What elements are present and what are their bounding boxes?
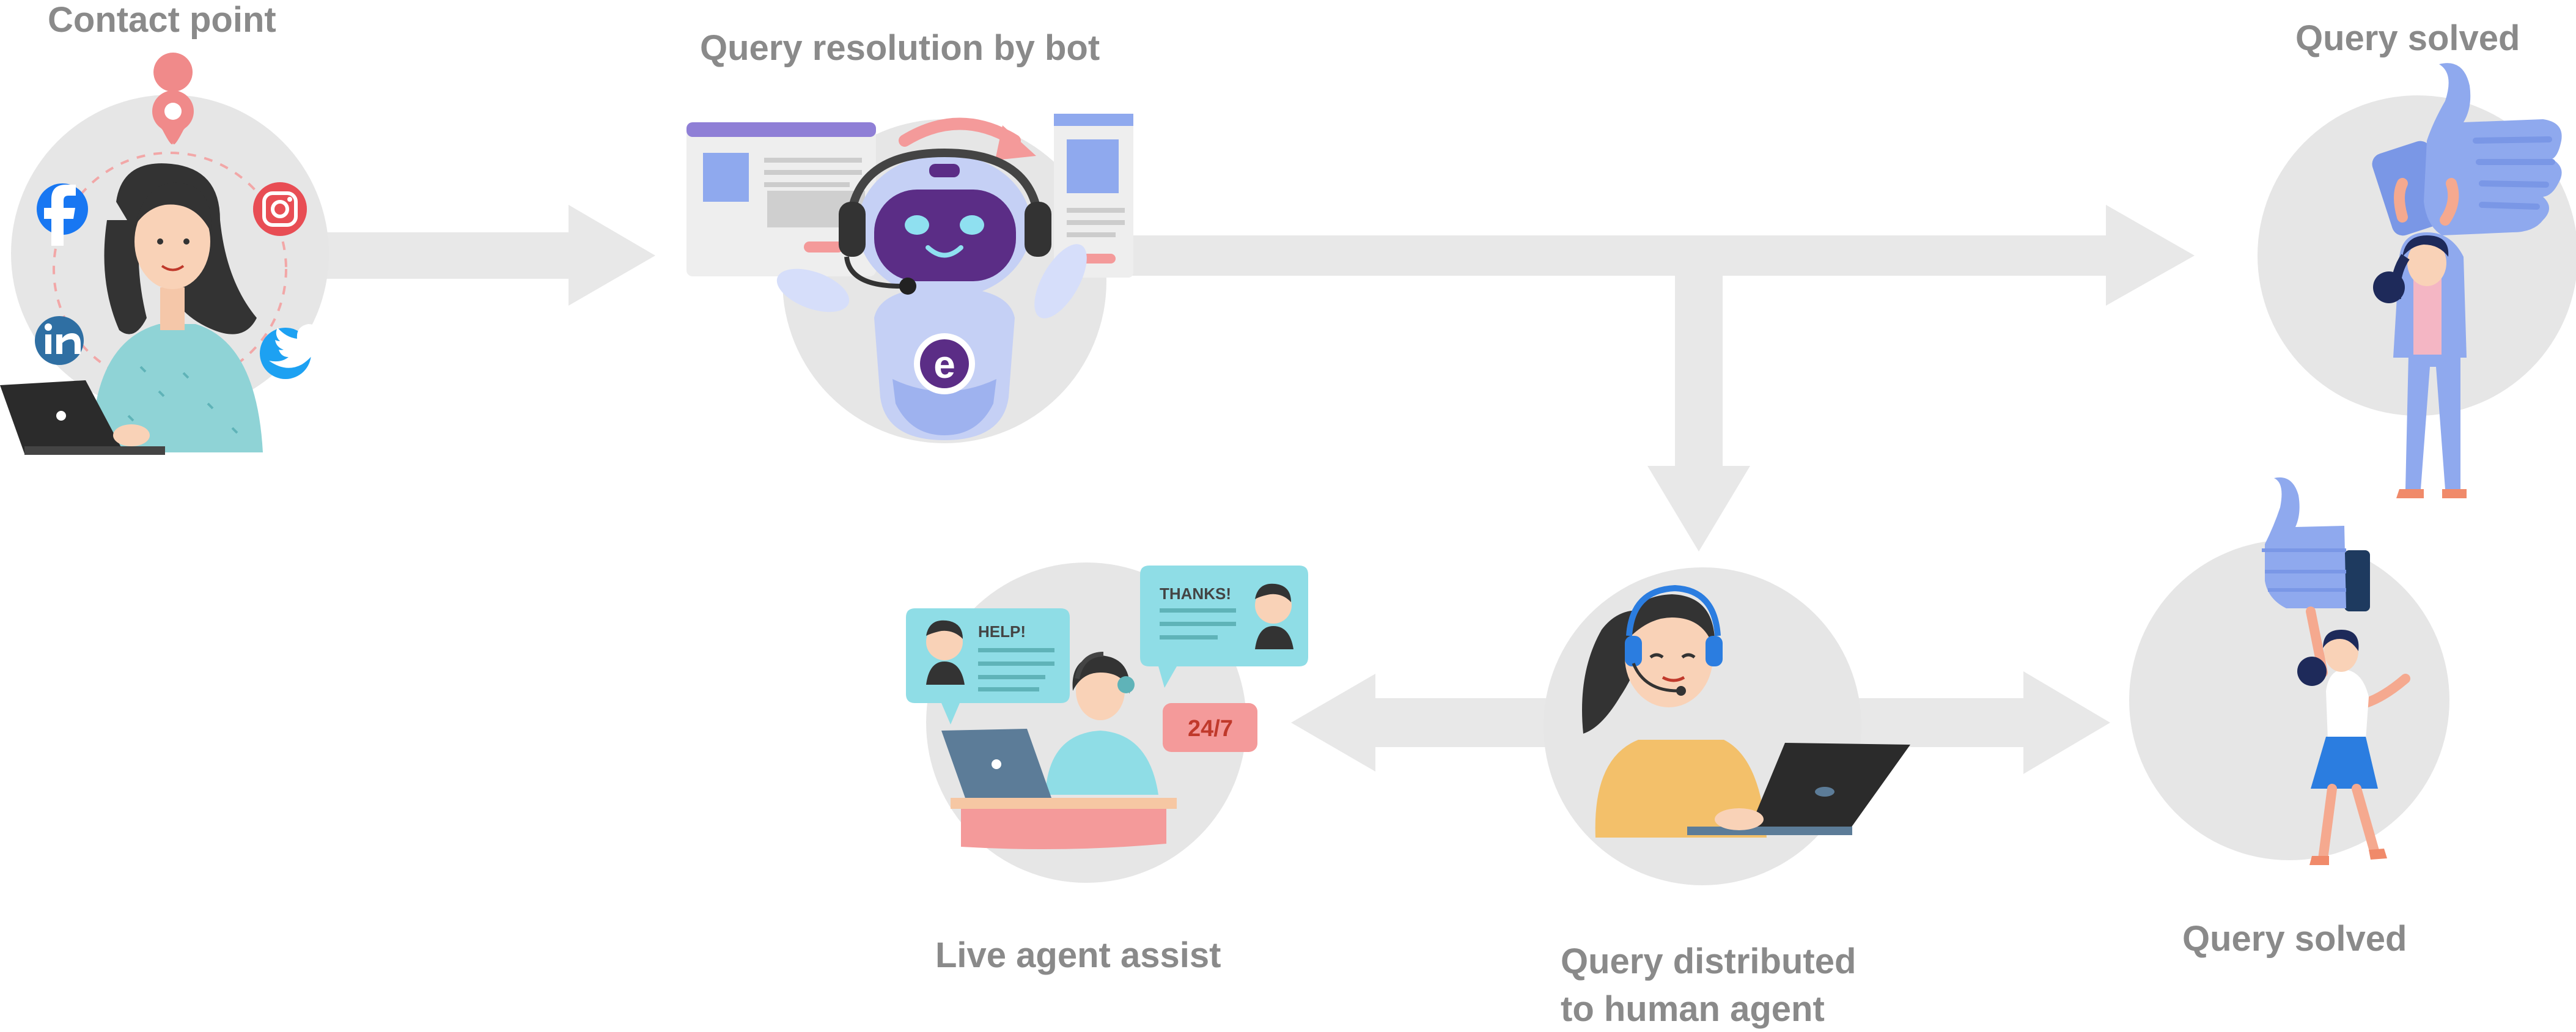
thanks-bubble-text: THANKS!: [1160, 584, 1231, 603]
stage-circles: [11, 95, 2576, 885]
thanks-bubble: THANKS!: [1140, 566, 1308, 688]
label-query-distributed-line2: to human agent: [1561, 989, 1825, 1029]
hours-badge: 24/7: [1163, 703, 1257, 752]
thumbs-up-icon: [2262, 477, 2370, 611]
hours-badge-text: 24/7: [1188, 716, 1233, 742]
help-bubble: HELP!: [906, 608, 1070, 724]
solved-bottom-illustration: [2262, 477, 2410, 865]
bot-illustration: e: [686, 114, 1133, 440]
arrow-to-live-agent: [1291, 674, 1553, 772]
label-query-solved-top: Query solved: [2295, 18, 2520, 58]
flow-arrows: [318, 205, 2195, 774]
live-agent-illustration: HELP! THANKS! 24/7: [906, 566, 1308, 849]
arrow-contact-to-bot: [318, 205, 655, 306]
arrow-to-solved-bottom: [1852, 671, 2110, 774]
arrow-bot-to-solved: [1125, 205, 2195, 306]
solved-top-illustration: [2372, 63, 2562, 498]
arrow-down-to-human-agent: [1647, 274, 1750, 551]
help-bubble-text: HELP!: [978, 622, 1026, 641]
human-agent-illustration: [1582, 584, 1910, 838]
location-pin-icon: [152, 53, 194, 145]
label-contact-point: Contact point: [48, 0, 276, 40]
instagram-icon: [253, 182, 307, 236]
linkedin-icon: [35, 316, 84, 365]
facebook-icon: [37, 183, 88, 246]
twitter-icon: [260, 324, 324, 379]
label-live-agent-assist: Live agent assist: [935, 935, 1221, 975]
label-query-solved-bottom: Query solved: [2182, 919, 2407, 959]
stage-labels: Contact point Query resolution by bot Qu…: [48, 0, 2520, 1029]
label-query-distributed-line1: Query distributed: [1561, 942, 1856, 981]
label-query-resolution-by-bot: Query resolution by bot: [700, 28, 1100, 68]
bot-logo-letter: e: [933, 342, 955, 386]
contact-illustration: [0, 152, 287, 455]
